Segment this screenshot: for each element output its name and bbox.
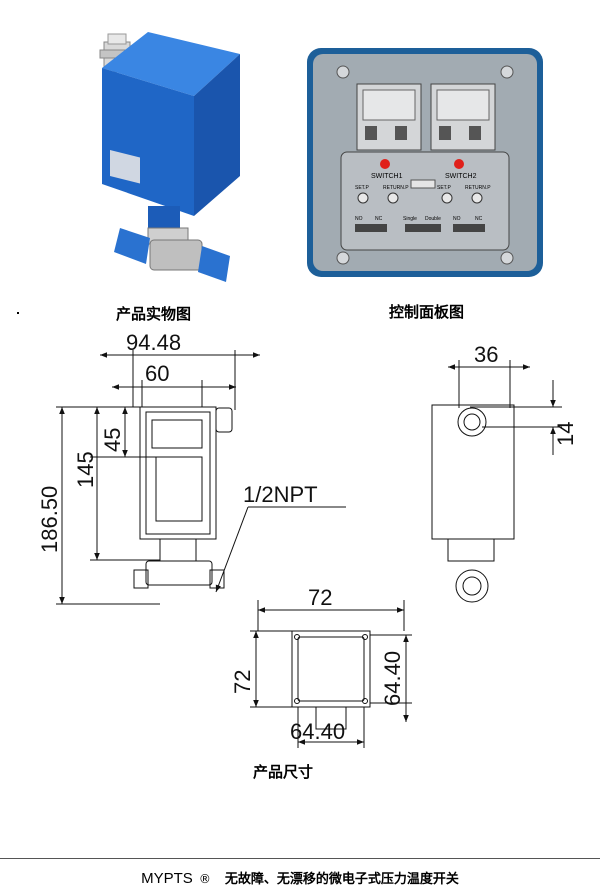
thread-label: 1/2NPT [243, 482, 318, 507]
dimension-drawing: 94.48 60 45 145 186.50 1/2NPT 36 14 72 7… [37, 330, 578, 748]
no-label-1: NO [355, 216, 363, 222]
panel-caption: 控制面板图 [389, 303, 465, 321]
stray-dot [17, 312, 19, 314]
return-p-knob-2[interactable] [471, 192, 483, 204]
switch2-indicator [454, 159, 464, 169]
switch2-slider[interactable] [453, 224, 485, 232]
dim-186-50: 186.50 [37, 486, 62, 553]
front-view [133, 406, 233, 589]
switch1-indicator [380, 159, 390, 169]
relay-block-2 [430, 83, 496, 151]
dim-64-40-side: 64.40 [380, 651, 405, 706]
set-p-knob-1[interactable] [357, 192, 369, 204]
return-p-label-2: RETURN.P [465, 185, 491, 191]
dimension-caption: 产品尺寸 [253, 763, 314, 781]
dim-60: 60 [145, 361, 169, 386]
product-photo [99, 32, 240, 282]
set-p-label-2: SET.P [437, 185, 452, 191]
dim-72-top: 72 [308, 585, 332, 610]
double-label: Double [425, 216, 441, 222]
set-p-knob-2[interactable] [441, 192, 453, 204]
switch-housing [102, 32, 240, 216]
dim-145: 145 [73, 451, 98, 488]
dim-45: 45 [100, 428, 125, 452]
top-view [291, 630, 371, 730]
footer-divider [0, 858, 600, 859]
footer-reg-mark: ® [198, 872, 211, 886]
relay-block-1 [356, 83, 422, 151]
footer: MYPTS ® 无故障、无漂移的微电子式压力温度开关 [0, 868, 600, 887]
mode-window [410, 179, 436, 189]
dim-94-48: 94.48 [126, 330, 181, 355]
return-p-label-1: RETURN.P [383, 185, 409, 191]
return-p-knob-1[interactable] [387, 192, 399, 204]
no-label-2: NO [453, 216, 461, 222]
mode-slider[interactable] [405, 224, 441, 232]
dim-72-side: 72 [230, 670, 255, 694]
switch1-slider[interactable] [355, 224, 387, 232]
panel-screws [336, 65, 514, 265]
single-label: Single [403, 216, 417, 222]
dim-14: 14 [553, 422, 578, 446]
product-photo-caption: 产品实物图 [116, 305, 192, 323]
nc-label-1: NC [375, 216, 383, 222]
dim-64-40-bottom: 64.40 [290, 719, 345, 744]
side-view [431, 404, 515, 603]
footer-brand: MYPTS [141, 870, 193, 887]
footer-description: 无故障、无漂移的微电子式压力温度开关 [224, 872, 459, 887]
control-panel: SWITCH1 SWITCH2 SET.P RETURN.P SET.P RET… [307, 48, 543, 277]
switch1-label: SWITCH1 [371, 173, 403, 180]
set-p-label-1: SET.P [355, 185, 370, 191]
switch2-label: SWITCH2 [445, 173, 477, 180]
dim-36: 36 [474, 342, 498, 367]
pipe-fitting [114, 227, 230, 282]
nc-label-2: NC [475, 216, 483, 222]
